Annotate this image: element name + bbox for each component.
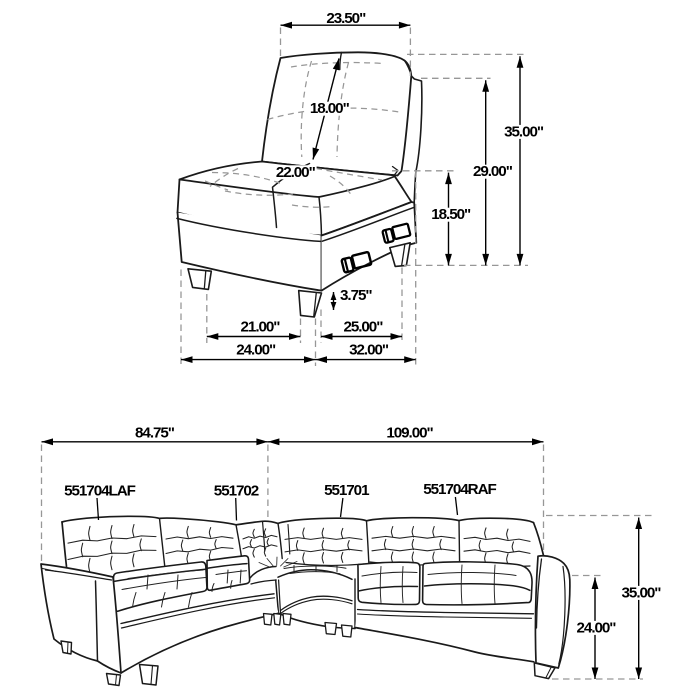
svg-text:18.50": 18.50": [431, 206, 471, 223]
svg-text:23.50": 23.50": [326, 10, 366, 27]
svg-text:21.00": 21.00": [241, 318, 281, 335]
svg-text:24.00": 24.00": [577, 619, 617, 636]
svg-text:22.00": 22.00": [276, 164, 316, 181]
svg-text:18.00": 18.00": [310, 100, 350, 117]
svg-text:29.00": 29.00": [473, 163, 513, 180]
svg-text:35.00": 35.00": [504, 123, 544, 140]
svg-text:32.00": 32.00": [349, 341, 389, 358]
svg-text:35.00": 35.00": [622, 584, 662, 601]
svg-text:24.00": 24.00": [236, 341, 276, 358]
svg-text:84.75": 84.75": [135, 424, 175, 441]
svg-text:109.00": 109.00": [386, 425, 433, 442]
svg-text:551704LAF: 551704LAF: [64, 482, 136, 499]
svg-text:551704RAF: 551704RAF: [423, 481, 496, 498]
svg-text:551702: 551702: [214, 482, 259, 499]
svg-text:3.75": 3.75": [340, 287, 372, 304]
svg-text:551701: 551701: [324, 482, 370, 499]
svg-text:25.00": 25.00": [343, 318, 383, 335]
